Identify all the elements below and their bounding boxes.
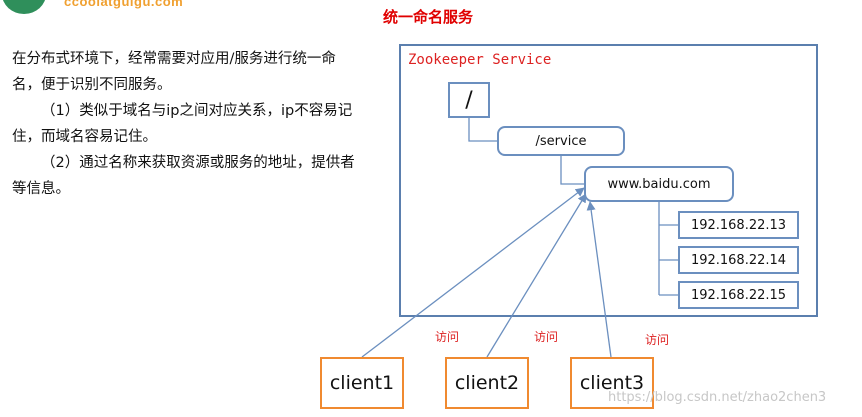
logo-text: ccoolatguigu.com [64,0,184,9]
node-ip-3: 192.168.22.15 [678,281,799,309]
logo-mark [2,0,46,14]
description-paragraph-1: 在分布式环境下，经常需要对应用/服务进行统一命名，便于识别不同服务。 [12,51,336,93]
node-ip-2: 192.168.22.14 [678,246,799,274]
access-label-2: 访问 [534,330,559,344]
brand-logo: ccoolatguigu.com [0,0,210,14]
node-ip-1: 192.168.22.13 [678,211,799,239]
node-service: /service [497,126,625,156]
watermark: https://blog.csdn.net/zhao2chen3 [608,390,827,405]
client-box-1: client1 [320,357,404,409]
zookeeper-service-label: Zookeeper Service [408,52,552,68]
access-label-3: 访问 [645,333,670,347]
description-paragraph-2: （1）类似于域名与ip之间对应关系，ip不容易记住，而域名容易记住。 [12,103,353,145]
node-domain: www.baidu.com [584,166,734,202]
slide-title: 统一命名服务 [383,8,474,26]
client-box-3: client3 [570,357,654,409]
description-text: 在分布式环境下，经常需要对应用/服务进行统一命名，便于识别不同服务。 （1）类似… [12,46,362,202]
node-root: / [448,82,490,118]
access-label-1: 访问 [435,330,460,344]
client-box-2: client2 [445,357,529,409]
description-paragraph-3: （2）通过名称来获取资源或服务的地址，提供者等信息。 [12,155,355,197]
